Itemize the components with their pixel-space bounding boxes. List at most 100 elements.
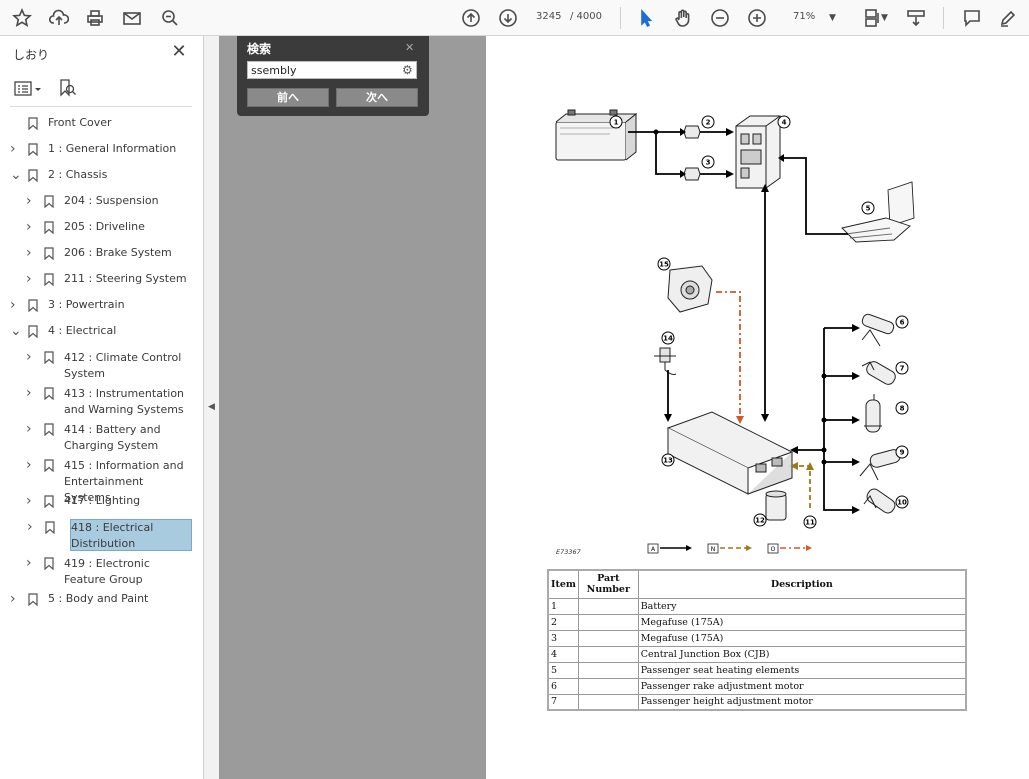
chevron-down-icon[interactable]: ⌄ [10,323,22,339]
chevron-right-icon[interactable]: › [26,457,32,473]
callout-5: 5 [861,201,875,215]
bookmark-item[interactable]: › 419 : Electronic Feature Group [26,555,194,586]
bookmark-icon [44,221,54,235]
zoom-level-input[interactable]: 71% [793,11,816,22]
find-input[interactable] [247,61,417,79]
bookmark-item[interactable]: ›1 : General Information [10,142,194,158]
find-popup-title: 検索 [247,42,272,56]
svg-text:12: 12 [755,517,765,525]
table-cell-part [577,613,639,631]
zoom-in-icon[interactable] [745,6,769,30]
page-layout-icon[interactable] [860,6,884,30]
bookmark-label: 3 : Powertrain [48,298,125,311]
find-current-bookmark-button[interactable] [58,78,78,98]
zoom-dropdown-icon[interactable]: ▼ [829,13,836,23]
search-zoom-icon[interactable] [158,6,182,30]
page-number-input[interactable]: 3245 [536,11,562,22]
table-cell-desc: Battery [637,597,967,615]
table-cell-desc: Passenger height adjustment motor [637,693,967,711]
figure-id: E73367 [556,548,582,556]
panel-splitter[interactable]: ◀ [204,36,219,779]
panel-divider [10,106,192,107]
chevron-right-icon[interactable]: › [27,519,33,535]
zoom-out-icon[interactable] [708,6,732,30]
upload-cloud-icon[interactable] [47,6,71,30]
bookmark-item[interactable]: ›211 : Steering System [26,272,194,288]
bookmark-label: 206 : Brake System [64,246,172,259]
star-icon[interactable] [10,6,34,30]
bookmark-icon [28,325,38,339]
svg-text:A: A [651,546,656,553]
bookmark-item[interactable]: › 414 : Battery and Charging System [26,421,194,452]
print-icon[interactable] [83,6,107,30]
solid-connections [628,131,856,511]
bookmark-options-button[interactable] [14,80,44,98]
gear-icon[interactable]: ⚙ [402,63,413,77]
svg-text:13: 13 [663,457,673,465]
bookmark-item[interactable]: ›418 : Electrical Distribution [27,519,192,551]
table-cell-desc: Passenger seat heating elements [637,661,967,679]
battery-component [555,109,638,161]
bookmark-label: 412 : Climate Control System [64,351,182,380]
document-canvas-background [219,36,486,779]
bookmark-item[interactable]: ›204 : Suspension [26,194,194,210]
bookmark-item[interactable]: ⌄2 : Chassis [10,168,194,184]
chevron-right-icon[interactable]: › [26,219,32,235]
table-cell-desc: Central Junction Box (CJB) [637,645,967,663]
bookmark-item[interactable]: › 206 : Brake System [26,246,194,262]
callout-8: 8 [895,401,909,415]
bookmark-item[interactable]: ›413 : Instrumentation and Warning Syste… [26,385,194,416]
comment-icon[interactable] [960,6,984,30]
find-next-button[interactable]: 次へ [336,88,418,107]
close-panel-button[interactable]: ✕ [171,41,187,62]
motor-10-component [863,488,896,514]
bookmark-icon [44,495,54,509]
page-layout-dropdown-icon[interactable]: ▼ [881,13,888,23]
callout-10: 10 [895,495,909,509]
module-13-component [666,411,794,495]
select-tool-icon[interactable] [634,6,658,30]
bookmark-item[interactable]: › 412 : Climate Control System [26,349,194,380]
bookmark-icon [44,459,54,473]
table-cell-item: 3 [547,629,579,647]
list-options-icon [14,81,41,96]
bookmark-item[interactable]: Front Cover [10,116,194,132]
chevron-down-icon[interactable]: ⌄ [10,167,22,183]
find-popup-close-button[interactable]: ✕ [405,41,415,54]
bookmark-label: 419 : Electronic Feature Group [64,557,150,586]
chevron-right-icon[interactable]: › [10,297,16,313]
find-previous-button[interactable]: 前へ [247,88,329,107]
chevron-right-icon[interactable]: › [26,421,32,437]
chevron-right-icon[interactable]: › [26,493,32,509]
chevron-right-icon[interactable]: › [26,245,32,261]
svg-text:7: 7 [900,365,905,373]
previous-page-icon[interactable] [459,6,483,30]
mail-icon[interactable] [120,6,144,30]
next-page-icon[interactable] [496,6,520,30]
component-12 [765,490,787,521]
bookmark-icon [44,387,54,401]
hand-tool-icon[interactable] [671,6,695,30]
bookmark-item[interactable]: › 3 : Powertrain [10,298,194,314]
chevron-right-icon[interactable]: › [10,591,16,607]
chevron-right-icon[interactable]: › [26,193,32,209]
bookmark-item[interactable]: ⌄4 : Electrical [10,324,194,340]
collapse-panel-icon[interactable]: ◀ [208,402,215,412]
svg-text:6: 6 [900,319,905,327]
bookmark-item[interactable]: ›417 : Lighting [26,494,194,510]
pen-icon[interactable] [996,6,1020,30]
sensor-14-component [654,347,677,375]
bookmark-item[interactable]: ›5 : Body and Paint [10,592,194,608]
chevron-right-icon[interactable]: › [26,555,32,571]
bookmark-label: 414 : Battery and Charging System [64,423,161,452]
chevron-right-icon[interactable]: › [10,141,16,157]
svg-text:5: 5 [866,205,871,213]
chevron-right-icon[interactable]: › [26,271,32,287]
svg-text:O: O [771,546,776,553]
chevron-right-icon[interactable]: › [26,385,32,401]
chevron-right-icon[interactable]: › [26,349,32,365]
bookmark-item[interactable]: ›205 : Driveline [26,220,194,236]
bookmark-item[interactable]: ›415 : Information and Entertainment Sys… [26,457,194,504]
scroll-mode-icon[interactable] [904,6,928,30]
